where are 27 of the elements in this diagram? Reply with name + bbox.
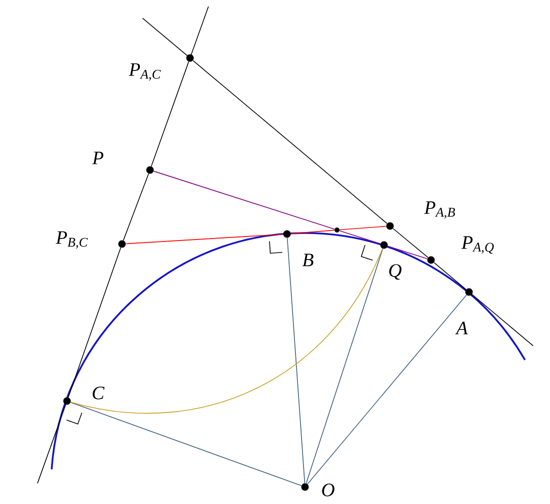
- line-segment: [123, 173, 150, 241]
- line-segment: [286, 238, 306, 484]
- point-label: P$_{A,C}$: [128, 63, 161, 81]
- line-segment: [68, 247, 122, 398]
- line-segment: [434, 262, 466, 290]
- point-label: P$_{A,B}$: [424, 201, 455, 219]
- point-label: P$_{B,C}$: [56, 231, 88, 249]
- point-label: A: [455, 322, 468, 334]
- line-segment: [339, 226, 386, 230]
- point-label: B: [302, 254, 314, 266]
- line-segment: [339, 230, 381, 244]
- point-label: O: [322, 484, 334, 496]
- line-segment: [70, 402, 302, 486]
- point-label: Q: [389, 264, 402, 280]
- line-segment: [290, 230, 335, 234]
- line-segment: [126, 234, 284, 244]
- point-label: P$_{A,Q}$: [461, 236, 494, 254]
- line-segment: [70, 248, 383, 414]
- line-segment: [153, 170, 335, 230]
- line-segment: [306, 248, 384, 484]
- point-label: P: [92, 152, 104, 164]
- line-segment: [192, 60, 388, 224]
- line-segment: [150, 61, 190, 167]
- point-label: C: [92, 386, 104, 400]
- line-segment: [387, 246, 428, 260]
- line-segment: [307, 294, 467, 484]
- line-segment: [392, 228, 428, 258]
